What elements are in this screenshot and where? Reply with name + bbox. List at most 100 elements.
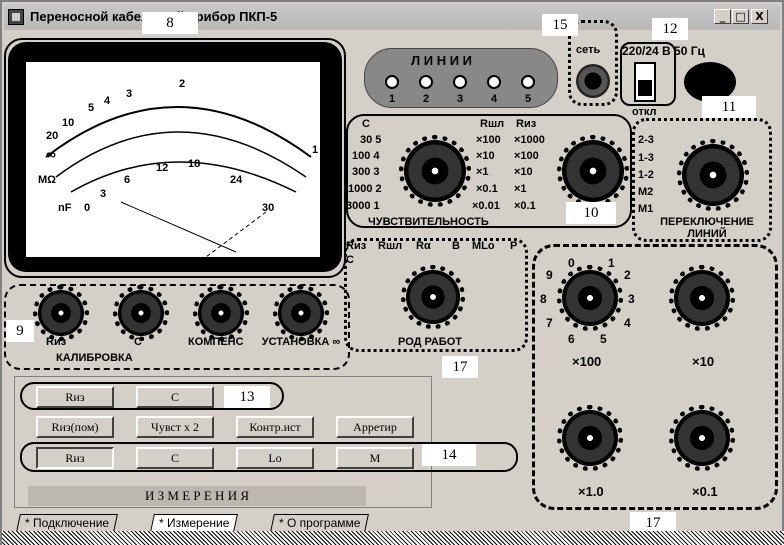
line-jack-5[interactable] <box>521 75 535 89</box>
arrest-button[interactable]: Арретир <box>336 416 414 438</box>
sensitivity-x2-button[interactable]: Чувст x 2 <box>136 416 214 438</box>
tab-about-label: * О программе <box>279 516 361 530</box>
dial-digit-0: 0 <box>568 256 575 270</box>
c-scale-0: 0 <box>84 202 91 214</box>
callout-14: 14 <box>422 444 476 466</box>
dial-digit-1: 1 <box>608 256 615 270</box>
power-knob[interactable] <box>684 62 736 102</box>
riz-button[interactable]: Rиз <box>36 386 114 408</box>
compensation-knob[interactable] <box>193 285 249 341</box>
sens-left-row-1: 30 5 <box>360 134 382 146</box>
status-strip <box>2 531 784 545</box>
scale-label-3: 3 <box>126 88 133 100</box>
sens-left-row-3: 300 3 <box>352 166 380 178</box>
sens-right-4a: ×0.1 <box>476 183 498 195</box>
c-scale-24: 24 <box>230 174 243 186</box>
sens-right-5b: ×0.1 <box>514 200 536 212</box>
mode-pos-c: C <box>346 254 354 266</box>
calib-label-c: C <box>134 336 142 348</box>
scale-label-2: 2 <box>179 78 186 90</box>
measure-c-button[interactable]: C <box>136 447 214 469</box>
power-toggle-switch[interactable] <box>634 62 656 102</box>
line-jack-3[interactable] <box>453 75 467 89</box>
line-pos-1: 2-3 <box>638 134 654 146</box>
control-source-button[interactable]: Контр.ист <box>236 416 314 438</box>
c-scale-12: 12 <box>156 162 169 174</box>
line-jack-2[interactable] <box>419 75 433 89</box>
sensitivity-r-knob[interactable] <box>557 135 629 207</box>
infinity-setting-knob[interactable] <box>273 285 329 341</box>
dial-digit-7: 7 <box>546 316 553 330</box>
callout-frame-meter <box>4 38 346 278</box>
lines-title: Л И Н И И <box>411 53 472 68</box>
decade-x01-knob[interactable] <box>669 405 735 471</box>
sensitivity-c-knob[interactable] <box>399 135 471 207</box>
callout-frame-buttons-bottom <box>20 442 518 472</box>
unit-megaohm: MΩ <box>38 174 56 186</box>
callout-8: 8 <box>142 12 198 34</box>
c-scale-30: 30 <box>262 202 275 214</box>
callout-frame-sensitivity <box>346 114 632 228</box>
close-button[interactable]: X <box>751 9 768 24</box>
calibration-riz-knob[interactable] <box>33 285 89 341</box>
mode-pos-rshl: Rшл <box>378 240 403 252</box>
sens-left-row-4: 1000 2 <box>348 183 382 195</box>
calibration-c-knob[interactable] <box>113 285 169 341</box>
sens-col-riz: Rиз <box>516 118 537 130</box>
mains-socket[interactable] <box>576 64 610 98</box>
line-jack-4[interactable] <box>487 75 501 89</box>
off-label: откл <box>632 106 657 118</box>
callout-16: 17 <box>442 356 478 378</box>
callout-frame-mode <box>344 238 528 352</box>
sens-left-row-5: 3000 1 <box>346 200 380 212</box>
mode-pos-mlo: MLo <box>472 240 495 252</box>
scale-label-4: 4 <box>104 95 111 107</box>
minimize-button[interactable]: _ <box>714 9 731 24</box>
line-num-2: 2 <box>423 93 430 105</box>
decade-x10-knob[interactable] <box>669 265 735 331</box>
measure-riz-button[interactable]: Rиз <box>36 447 114 469</box>
sens-right-3a: ×1 <box>476 166 489 178</box>
decade-x1-knob[interactable] <box>557 405 623 471</box>
decade-label-x1: ×1.0 <box>578 484 604 499</box>
line-switch-knob[interactable] <box>677 139 749 211</box>
tab-measurement[interactable]: * Измерение <box>150 514 239 532</box>
dial-digit-3: 3 <box>628 292 635 306</box>
line-switch-label: ПЕРЕКЛЮЧЕНИЕ ЛИНИЙ <box>660 216 754 240</box>
measure-lo-button[interactable]: Lo <box>236 447 314 469</box>
scale-label-20: 20 <box>46 130 59 142</box>
tab-connection[interactable]: * Подключение <box>16 514 119 532</box>
sens-right-2b: ×100 <box>514 150 539 162</box>
c-scale-6: 6 <box>124 174 131 186</box>
maximize-button[interactable]: □ <box>732 9 749 24</box>
scale-label-1: 1 <box>312 144 319 156</box>
line-pos-2: 1-3 <box>638 152 654 164</box>
dial-digit-5: 5 <box>600 332 607 346</box>
decade-label-x01: ×0.1 <box>692 484 718 499</box>
callout-11: 11 <box>702 96 756 118</box>
sens-col-rshl: Rшл <box>480 118 505 130</box>
dial-digit-9: 9 <box>546 268 553 282</box>
line-pos-3: 1-2 <box>638 169 654 181</box>
mode-switch-knob[interactable] <box>401 265 465 329</box>
mode-pos-riz: Rиз <box>346 240 367 252</box>
callout-frame-calibration <box>4 284 350 370</box>
callout-13: 13 <box>224 386 270 408</box>
tab-measurement-label: * Измерение <box>159 516 230 530</box>
decade-x100-knob[interactable] <box>557 265 623 331</box>
meter-face: ∞ 20 10 5 4 3 2 1 MΩ nF 0 3 6 12 18 24 3… <box>26 62 320 258</box>
compens-label: КОМПЕНС <box>188 336 244 348</box>
title-bar: Переносной кабельный прибор ПКП-5 _ □ X <box>4 4 780 30</box>
lines-panel: Л И Н И И 1 2 3 4 5 <box>364 48 558 108</box>
scale-label-10: 10 <box>62 117 75 129</box>
c-button[interactable]: C <box>136 386 214 408</box>
sens-right-5a: ×0.01 <box>472 200 500 212</box>
line-jack-1[interactable] <box>385 75 399 89</box>
meter-housing: ∞ 20 10 5 4 3 2 1 MΩ nF 0 3 6 12 18 24 3… <box>8 42 342 272</box>
riz-aux-button[interactable]: Rиз(пом) <box>36 416 114 438</box>
tab-about[interactable]: * О программе <box>270 514 370 532</box>
measure-m-button[interactable]: M <box>336 447 414 469</box>
tab-connection-label: * Подключение <box>25 516 110 530</box>
line-pos-5: M1 <box>638 203 654 215</box>
